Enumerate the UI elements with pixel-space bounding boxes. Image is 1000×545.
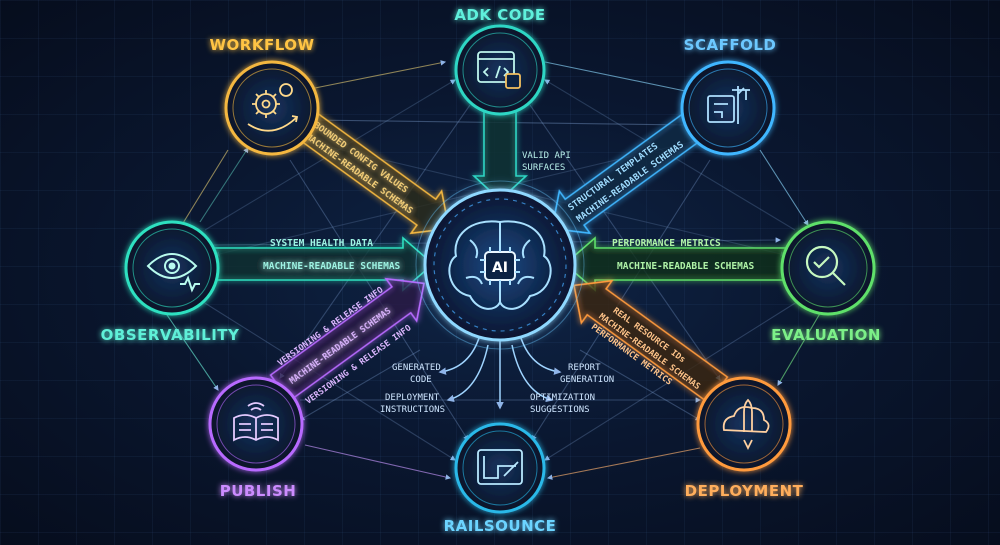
gears-cycle-icon	[247, 83, 299, 132]
arrow-evaluation-to-center	[563, 236, 791, 292]
link-scaffold-evaluation	[759, 149, 809, 226]
blueprint-plan-icon	[477, 449, 523, 485]
code-window-chip-icon	[477, 51, 521, 89]
link-deployment-railsource	[546, 447, 701, 480]
eye-pulse-icon	[146, 253, 200, 293]
arrow-adk-to-center	[471, 109, 529, 202]
node-workflow[interactable]	[224, 60, 320, 156]
node-title-adk-code: ADK CODE	[454, 6, 546, 24]
arrow-adk-label-1: VALID API	[522, 151, 571, 161]
link-adk-scaffold	[544, 61, 692, 94]
link-observability-publish	[164, 311, 219, 391]
output-report-2: GENERATION	[560, 375, 614, 385]
arrow-observability-label-1: SYSTEM HEALTH DATA	[270, 238, 373, 249]
arrow-observability-to-center: MACHINE-READABLE SCHEMAS	[207, 236, 435, 292]
link-center-deployment	[579, 349, 701, 421]
output-deploy-2: INSTRUCTIONS	[380, 405, 445, 415]
arrow-adk-label-2: SURFACES	[522, 163, 565, 173]
output-generated-2: CODE	[410, 375, 432, 385]
node-railsource[interactable]	[454, 422, 546, 514]
link-workflow-observability	[179, 149, 229, 229]
node-adk-code[interactable]	[454, 24, 546, 116]
node-title-railsource: RAILSOUNCE	[443, 517, 557, 535]
magnifier-check-icon	[805, 245, 846, 286]
node-title-workflow: WORKFLOW	[209, 36, 315, 54]
node-title-publish: PUBLISH	[219, 482, 297, 500]
link-evaluation-deployment	[777, 309, 823, 386]
link-workflow-adk	[304, 60, 447, 91]
link-center-publish	[299, 349, 421, 421]
arrow-scaffold-to-center	[551, 109, 707, 235]
rocket-cloud-icon	[722, 398, 770, 451]
brain-chip-icon	[448, 220, 552, 310]
open-book-signal-icon	[233, 402, 279, 442]
link-evaluation-railsource	[544, 299, 801, 461]
arrow-evaluation-label-2: MACHINE-READABLE SCHEMAS	[617, 261, 755, 272]
output-optim-1: OPTIMIZATION	[530, 393, 595, 403]
link-adk-deployment	[529, 104, 721, 381]
node-title-observability: OBSERVABILITY	[100, 326, 240, 344]
center-label: AI	[492, 260, 508, 276]
node-evaluation[interactable]	[780, 220, 876, 316]
output-arrows	[438, 334, 562, 410]
node-scaffold[interactable]	[680, 60, 776, 156]
node-title-evaluation: EVALUATION	[771, 326, 881, 344]
link-publish-railsource	[304, 444, 452, 480]
output-labels: GENERATED CODE REPORT GENERATION DEPLOYM…	[380, 363, 614, 415]
arrow-observability-label-2: MACHINE-READABLE SCHEMAS	[263, 261, 401, 272]
link-observability-workflow	[199, 147, 249, 223]
link-observability-railsource	[199, 299, 456, 461]
output-generated-1: GENERATED	[392, 363, 441, 373]
output-optim-2: SUGGESTIONS	[530, 405, 590, 415]
output-report-1: REPORT	[568, 363, 601, 373]
blueprint-crane-icon	[707, 86, 750, 124]
output-deploy-1: DEPLOYMENT	[385, 393, 440, 403]
arrow-publish-to-center: MACHINE-READABLE SCHEMAS	[269, 277, 425, 403]
arrow-evaluation-label-1: PERFORMANCE METRICS	[612, 238, 721, 249]
node-title-deployment: DEPLOYMENT	[684, 482, 804, 500]
node-title-scaffold: SCAFFOLD	[683, 36, 777, 54]
arrow-deployment-to-center	[573, 279, 729, 405]
link-adk-publish	[279, 104, 471, 379]
